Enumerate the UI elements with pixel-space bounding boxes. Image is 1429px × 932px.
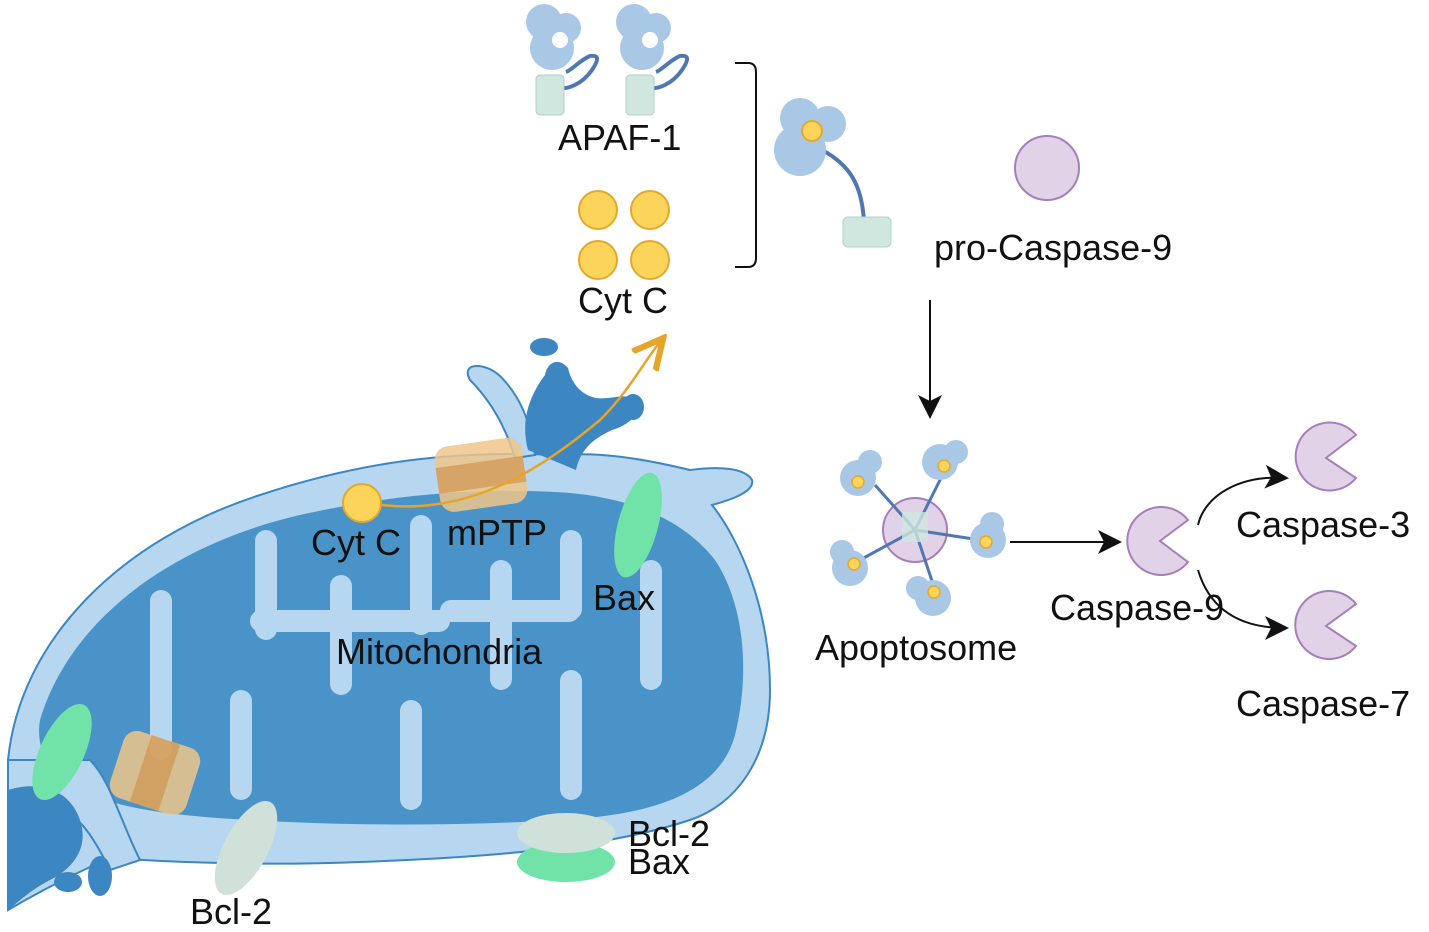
- label-bax-complex: Bax: [628, 841, 690, 882]
- label-bcl2-free: Bcl-2: [190, 891, 272, 932]
- cytc-release-arrow: [381, 342, 660, 508]
- label-bcl2-complex: Bcl-2: [628, 813, 710, 854]
- label-apaf1: APAF-1: [558, 117, 681, 158]
- label-caspase9: Caspase-9: [1050, 587, 1224, 628]
- label-cytc-mito: Cyt C: [311, 522, 401, 563]
- label-mptp: mPTP: [447, 512, 547, 553]
- membrane-fragment: [8, 786, 83, 910]
- label-mitochondria: Mitochondria: [336, 631, 543, 672]
- apaf1-cytc-complex: [774, 98, 892, 248]
- bcl2-bax-complex: [517, 813, 615, 882]
- cristae: [150, 515, 662, 810]
- bcl2-protein: [214, 800, 278, 896]
- membrane-vesicle: [88, 856, 112, 896]
- apaf1-monomer: [616, 4, 689, 116]
- cytochrome-c-cluster: [578, 190, 670, 280]
- membrane-vesicle: [530, 338, 558, 356]
- membrane-vesicle: [54, 872, 82, 892]
- mitochondrion: [7, 338, 772, 912]
- label-cytc-top: Cyt C: [578, 280, 668, 321]
- caspase7-enzyme: [1294, 590, 1358, 660]
- membrane-vesicle: [622, 394, 644, 420]
- label-pro-caspase9: pro-Caspase-9: [934, 227, 1172, 268]
- bax-protein-lower: [32, 703, 92, 801]
- grouping-bracket: [735, 62, 757, 268]
- label-bax: Bax: [593, 577, 655, 618]
- activation-arrow-caspase3: [1197, 464, 1289, 526]
- bax-protein: [614, 472, 662, 578]
- label-caspase7: Caspase-7: [1236, 683, 1410, 724]
- pro-caspase9: [1014, 135, 1080, 201]
- label-apoptosome: Apoptosome: [815, 627, 1017, 668]
- cytochrome-c-mito: [342, 483, 382, 523]
- apoptosome: [830, 440, 1006, 616]
- label-caspase3: Caspase-3: [1236, 504, 1410, 545]
- caspase3-enzyme: [1294, 421, 1358, 492]
- apaf1-monomer: [526, 4, 599, 116]
- activation-arrow-caspase7: [1197, 569, 1289, 640]
- mptp-pore-lower: [109, 730, 201, 816]
- caspase9-enzyme: [1126, 506, 1190, 576]
- membrane-protrusion: [525, 361, 639, 470]
